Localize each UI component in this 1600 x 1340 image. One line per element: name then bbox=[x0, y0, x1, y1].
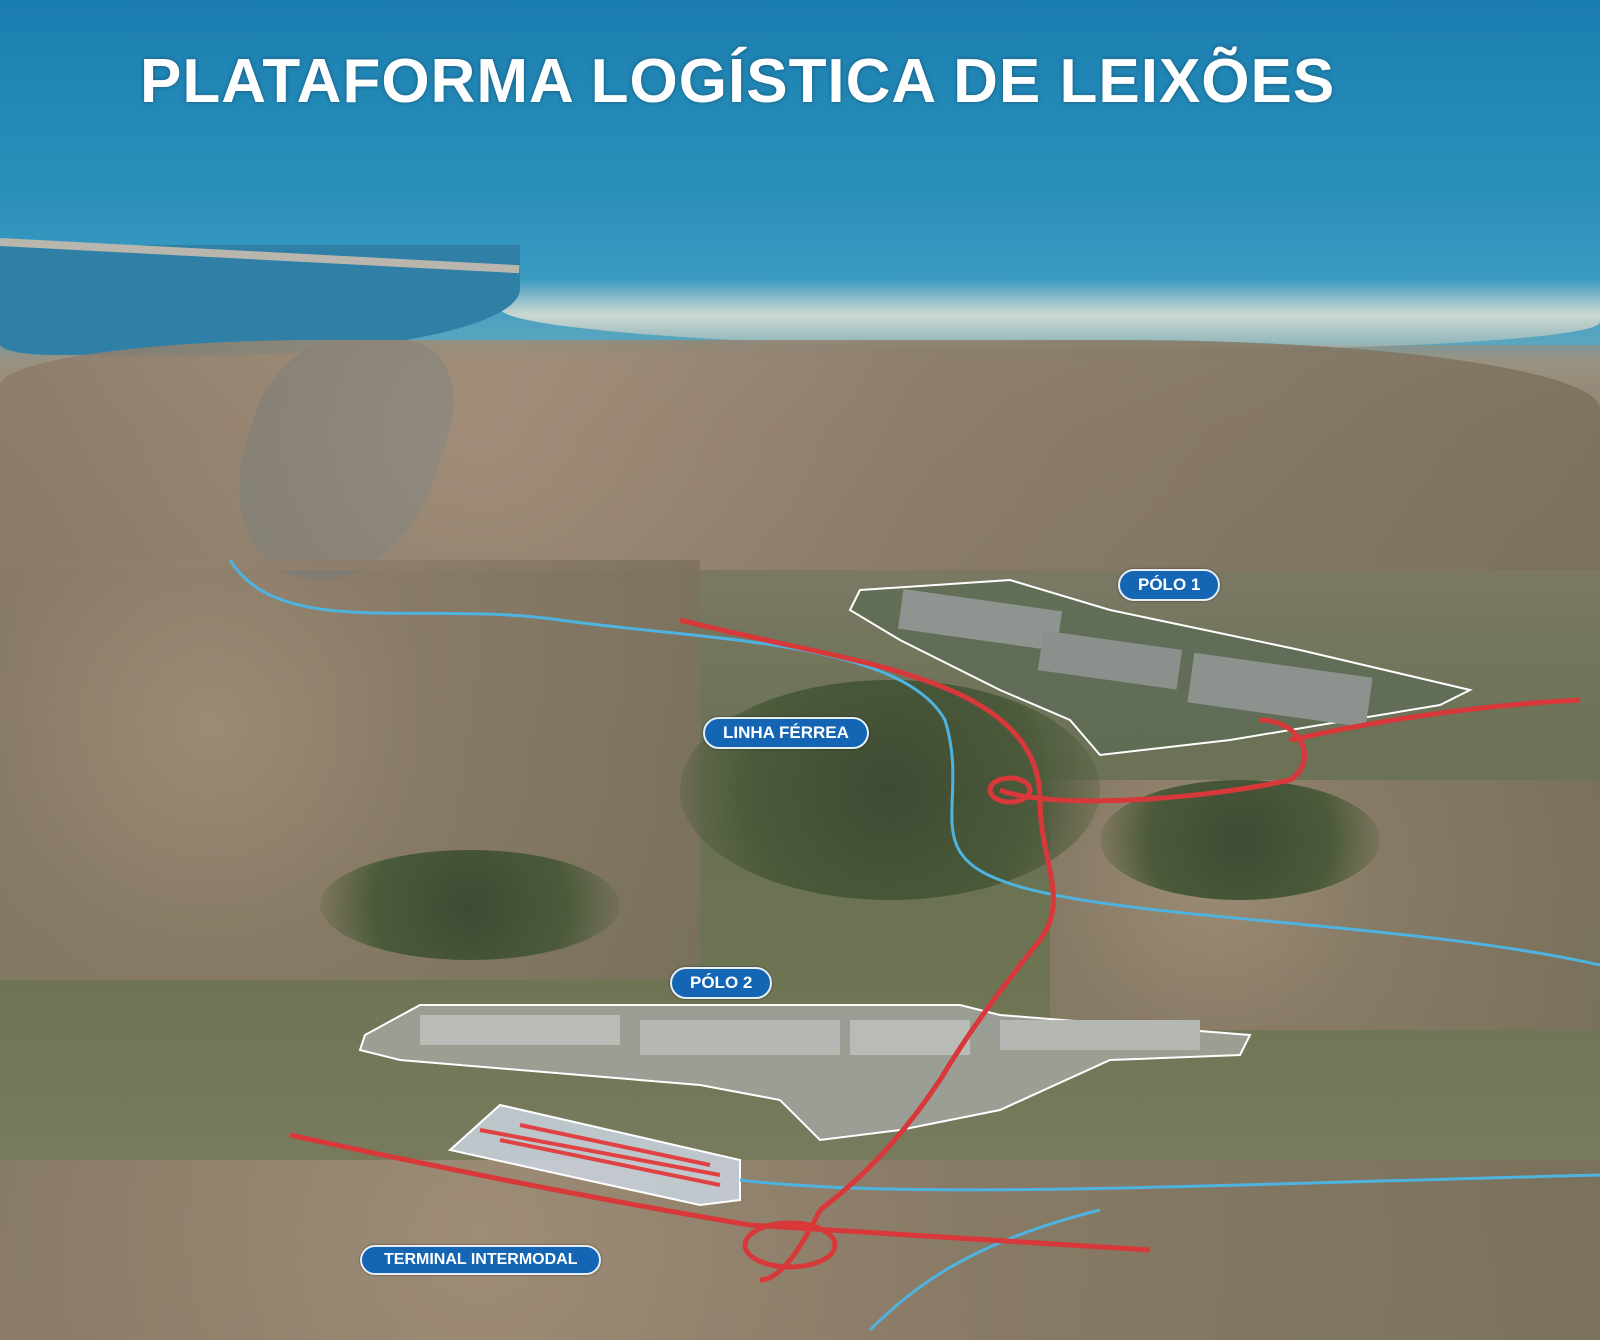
urban-area-north bbox=[0, 340, 1600, 570]
map-title: PLATAFORMA LOGÍSTICA DE LEIXÕES bbox=[140, 47, 1336, 116]
terminal-intermodal-zone bbox=[447, 1103, 741, 1207]
rail-line bbox=[228, 559, 1600, 967]
polo1-label: PÓLO 1 bbox=[1118, 569, 1221, 601]
linha-ferrea-label: LINHA FÉRREA bbox=[703, 717, 869, 749]
rail-line-south bbox=[739, 1173, 1600, 1332]
polo2-label: PÓLO 2 bbox=[670, 967, 773, 999]
forest-west bbox=[320, 850, 620, 960]
terminal-intermodal-label: TERMINAL INTERMODAL bbox=[360, 1245, 602, 1275]
road-network bbox=[289, 617, 1581, 1283]
